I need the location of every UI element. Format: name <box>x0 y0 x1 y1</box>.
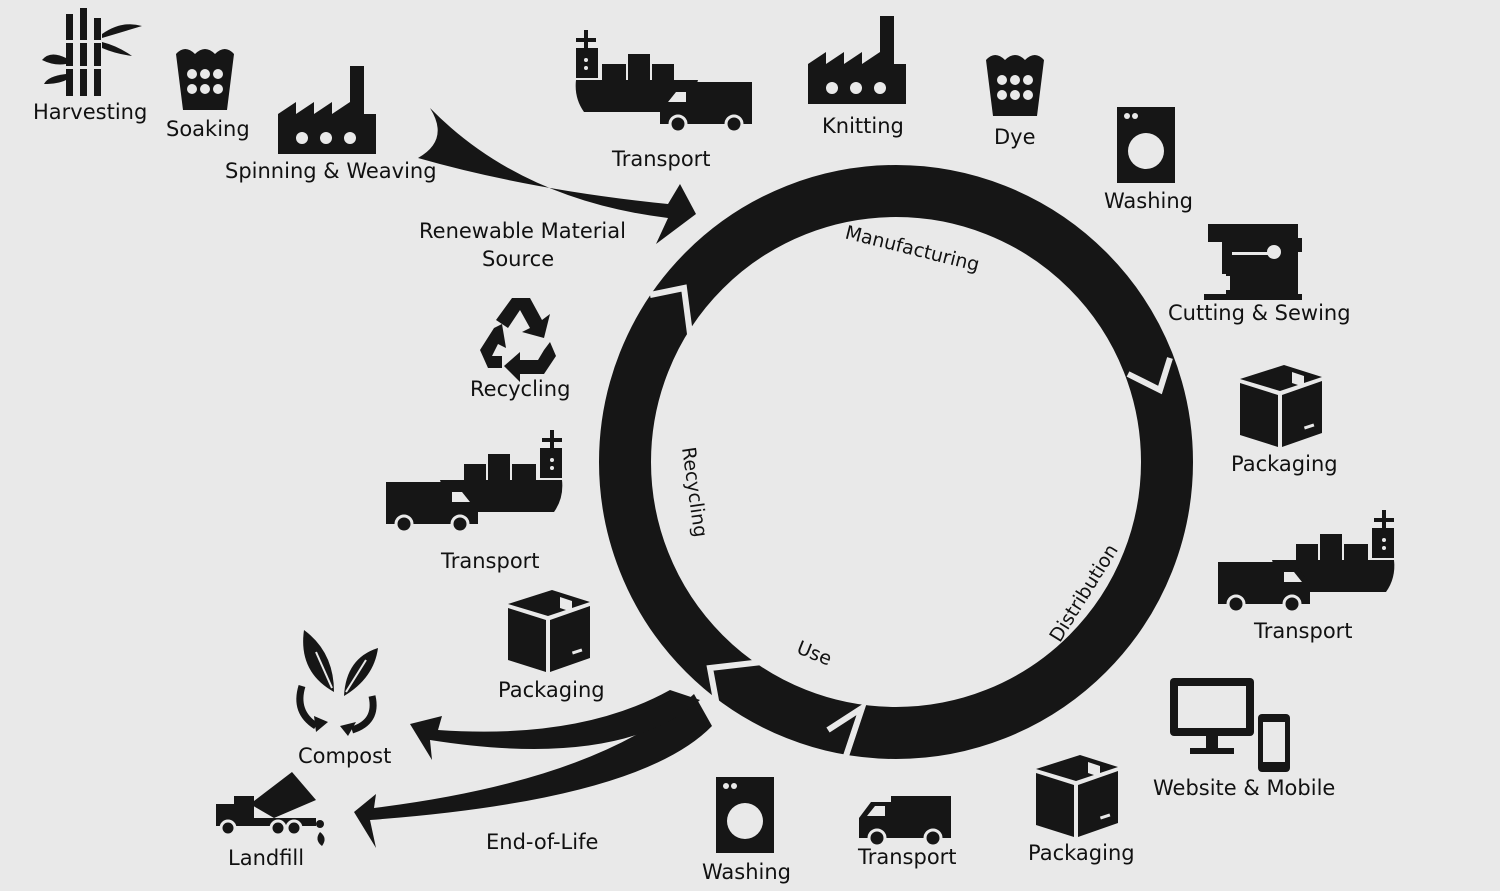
lifecycle-ring <box>599 165 1193 759</box>
cycle-label-recycling: Recycling <box>677 446 711 539</box>
label-renewable-line1: Renewable Material <box>419 219 626 243</box>
label-transport-top: Transport <box>611 147 711 171</box>
ring-separator-3 <box>826 700 868 757</box>
recycle-icon <box>480 298 556 382</box>
label-packaging-left: Packaging <box>498 678 605 702</box>
van-icon <box>857 790 953 848</box>
label-transport-right: Transport <box>1253 619 1353 643</box>
label-end-of-life: End-of-Life <box>486 830 598 854</box>
label-landfill: Landfill <box>228 846 304 870</box>
cycle-label-manufacturing: Manufacturing <box>843 222 982 277</box>
soaking-basin-icon <box>176 49 234 110</box>
box-icon-left <box>508 590 590 672</box>
compost-arrow <box>410 690 700 760</box>
ship-truck-icon-top <box>576 30 752 132</box>
label-knitting: Knitting <box>822 114 904 138</box>
label-harvesting: Harvesting <box>33 100 147 124</box>
ship-truck-icon-left <box>386 430 562 532</box>
cycle-label-use: Use <box>794 637 835 671</box>
label-website-mobile: Website & Mobile <box>1153 776 1335 800</box>
ring-separator-2 <box>1126 357 1173 395</box>
box-icon-right <box>1240 365 1322 447</box>
ring-separator-1 <box>649 284 693 335</box>
box-icon-bottom <box>1036 755 1118 837</box>
sewing-machine-icon <box>1204 224 1302 300</box>
label-spinning-weaving: Spinning & Weaving <box>225 159 437 183</box>
dump-truck-icon <box>214 770 327 848</box>
ship-truck-icon-right <box>1218 510 1394 612</box>
washing-machine-icon-bottom <box>716 777 774 853</box>
ring-separator-4 <box>706 659 763 723</box>
factory-icon-spinning <box>278 66 376 154</box>
label-transport-left: Transport <box>440 549 540 573</box>
label-packaging-right: Packaging <box>1231 452 1338 476</box>
label-soaking: Soaking <box>166 117 250 141</box>
label-washing-top: Washing <box>1104 189 1193 213</box>
label-recycling: Recycling <box>470 377 570 401</box>
monitor-phone-icon <box>1170 678 1290 772</box>
label-compost: Compost <box>298 744 391 768</box>
factory-icon-knitting <box>808 16 906 104</box>
label-dye: Dye <box>994 125 1036 149</box>
label-transport-bottom: Transport <box>857 845 957 869</box>
label-packaging-bottom: Packaging <box>1028 841 1135 865</box>
label-renewable-line2: Source <box>482 247 554 271</box>
label-cutting-sewing: Cutting & Sewing <box>1168 301 1351 325</box>
label-washing-bottom: Washing <box>702 860 791 884</box>
end-of-life-arrow <box>354 694 712 848</box>
renewable-source-arrow <box>418 108 696 244</box>
dye-basin-icon <box>986 55 1044 116</box>
washing-machine-icon-top <box>1117 107 1175 183</box>
bamboo-icon <box>42 8 142 96</box>
compost-leaf-icon <box>300 630 378 736</box>
